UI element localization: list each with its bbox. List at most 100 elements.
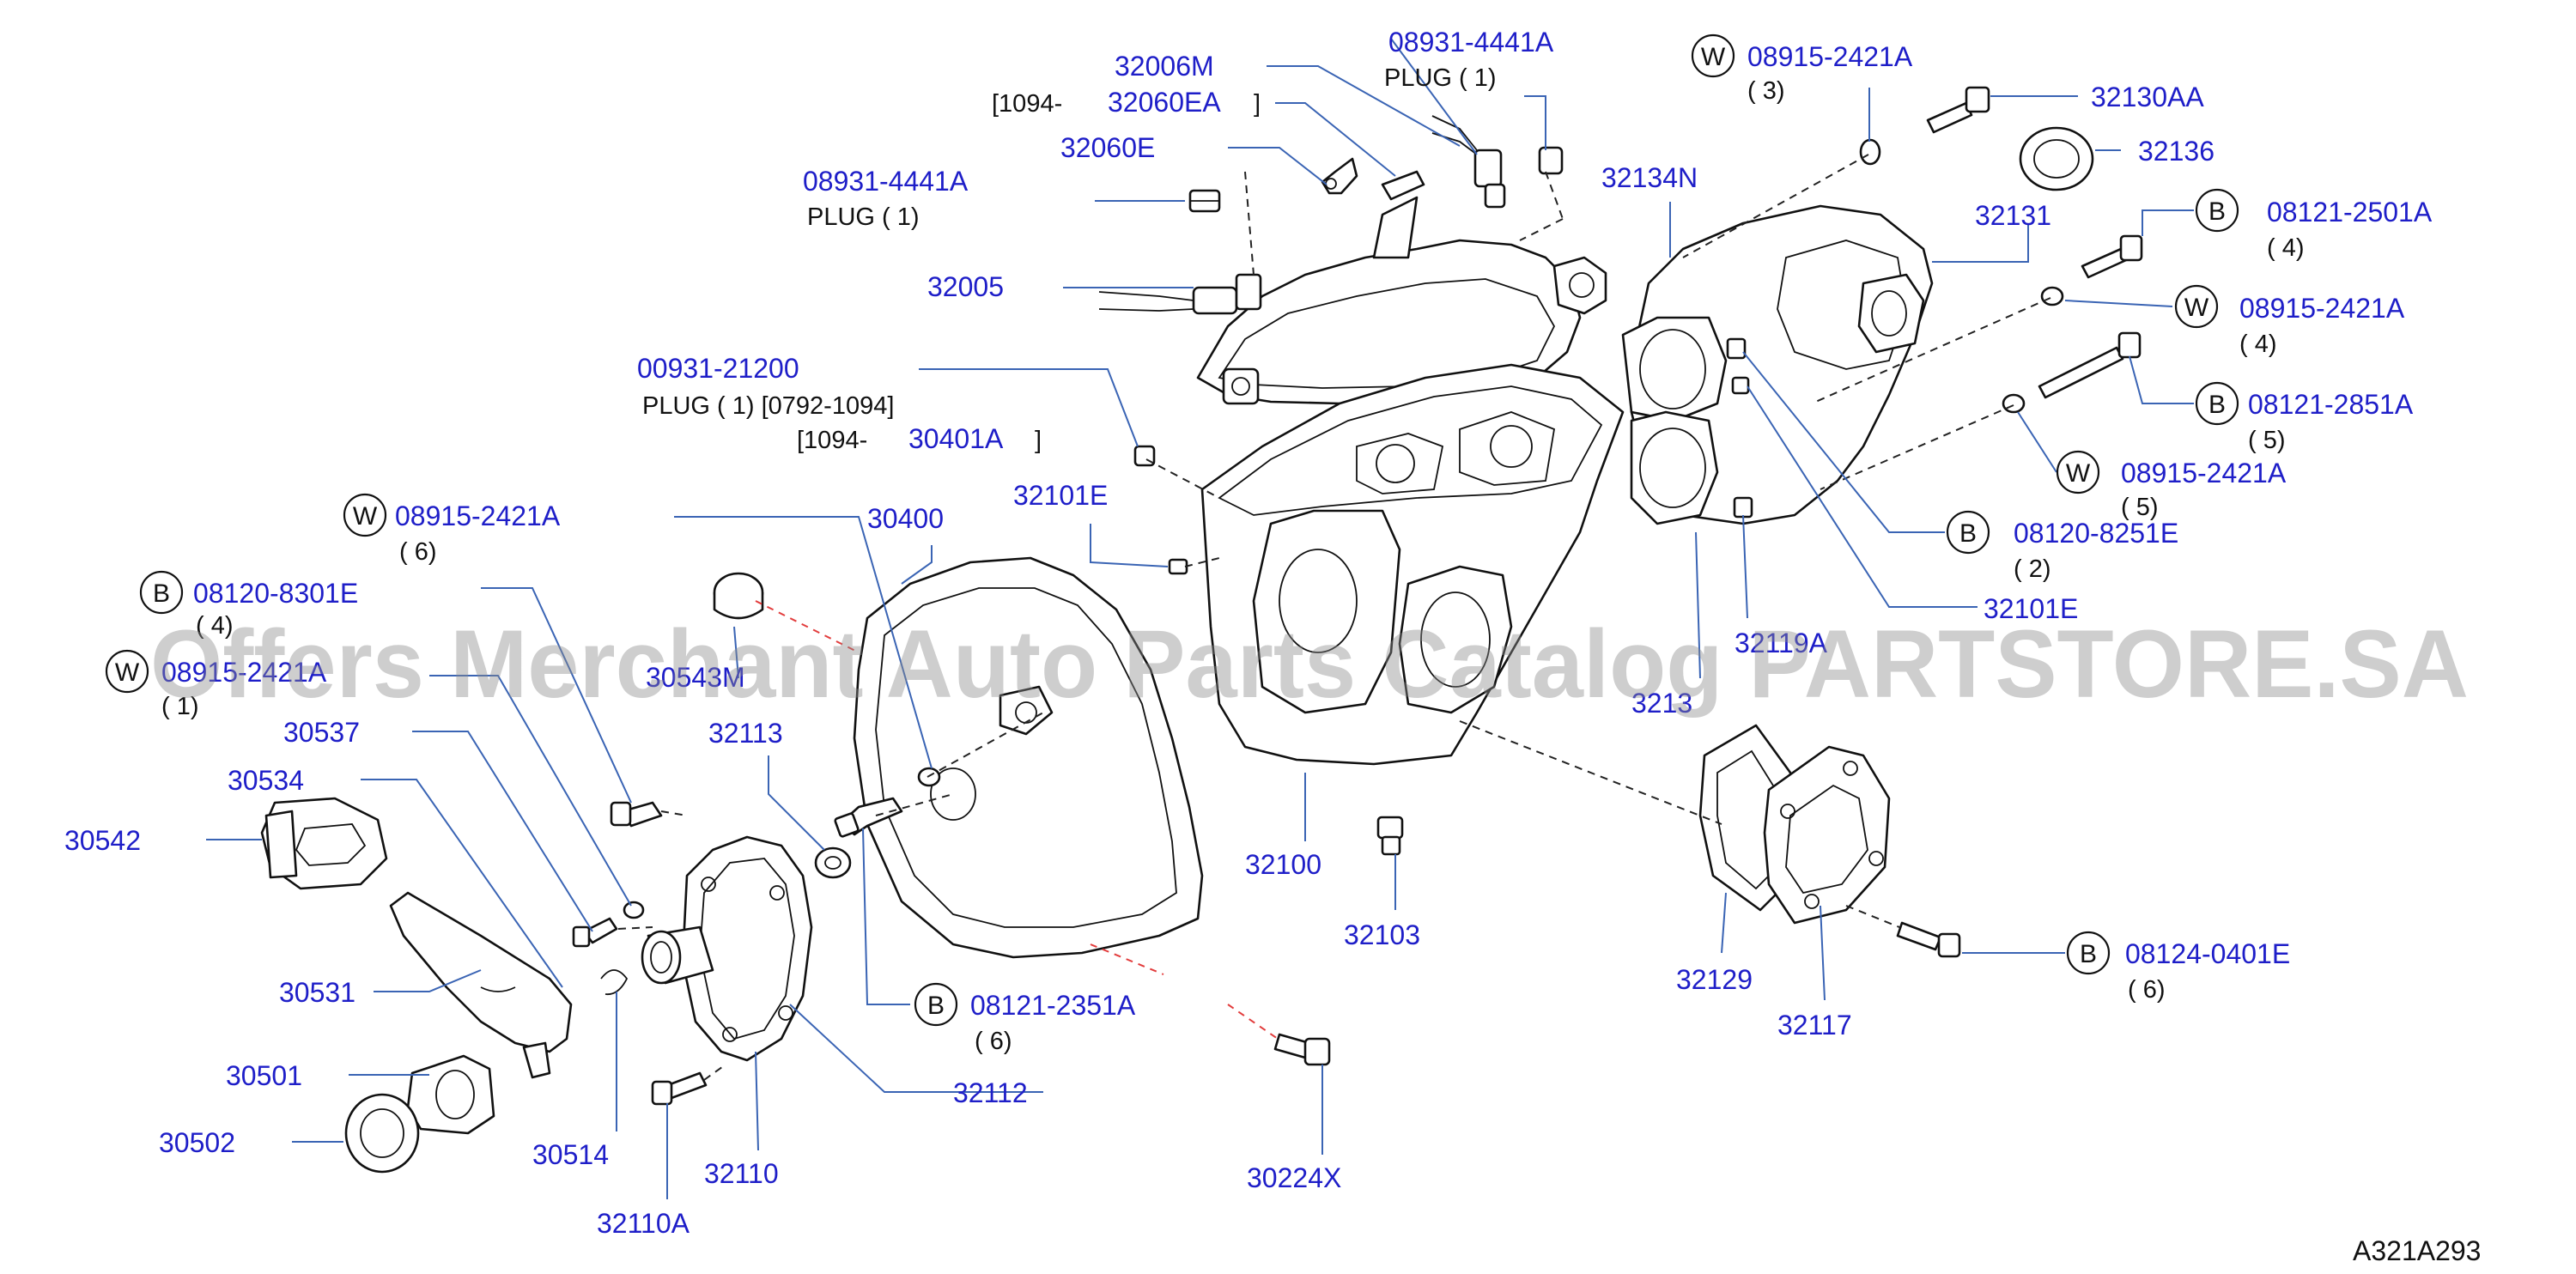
label-qty-1: ( 1) xyxy=(161,693,199,720)
marker-w-6: W xyxy=(343,493,387,537)
label-32006m[interactable]: 32006M xyxy=(1115,51,1214,82)
label-plug-left: PLUG ( 1) xyxy=(807,203,920,231)
label-qty-6-a: ( 6) xyxy=(399,538,437,566)
label-08120-8301e[interactable]: 08120-8301E xyxy=(193,578,358,609)
diagram-code: A321A293 xyxy=(2353,1235,2481,1266)
label-08931-4441a-top[interactable]: 08931-4441A xyxy=(1388,27,1554,58)
clip-30514-drawing xyxy=(600,969,629,996)
bolt-08124-0401e-drawing xyxy=(1896,921,1961,958)
label-32110a[interactable]: 32110A xyxy=(597,1208,690,1239)
label-32119a[interactable]: 32119A xyxy=(1735,628,1828,658)
label-plug-top: PLUG ( 1) xyxy=(1384,64,1497,92)
top-cover-drawing xyxy=(1196,170,1607,405)
label-08121-2851a[interactable]: 08121-2851A xyxy=(2248,389,2414,420)
label-32129[interactable]: 32129 xyxy=(1676,964,1753,995)
svg-text:B: B xyxy=(153,579,170,608)
label-30514[interactable]: 30514 xyxy=(532,1139,609,1170)
label-qty-2: ( 2) xyxy=(2014,555,2051,583)
marker-b-0401e: B xyxy=(2066,931,2111,975)
washer-08915-5-drawing xyxy=(2002,393,2026,414)
bolt-32130aa-drawing xyxy=(1926,86,1990,134)
label-08121-2351a[interactable]: 08121-2351A xyxy=(970,990,1136,1021)
bolt-08121-2351a-drawing xyxy=(834,797,903,838)
bolt-30224x-drawing xyxy=(1273,1033,1331,1066)
label-30501[interactable]: 30501 xyxy=(226,1060,302,1091)
label-32060ea[interactable]: 32060EA xyxy=(1108,87,1221,118)
clutch-housing-30400-drawing xyxy=(853,556,1204,959)
svg-text:B: B xyxy=(2208,197,2226,226)
svg-text:W: W xyxy=(115,658,140,687)
watermark-text: Offers Merchant Auto Parts Catalog PARTS… xyxy=(150,610,2469,718)
label-qty-6-b: ( 6) xyxy=(975,1028,1012,1055)
label-30502[interactable]: 30502 xyxy=(159,1127,235,1158)
label-30537[interactable]: 30537 xyxy=(283,717,360,748)
cover-32117-drawing xyxy=(1763,745,1891,925)
label-qty-4-a: ( 4) xyxy=(2267,234,2305,262)
dust-boot-30542-drawing xyxy=(260,797,388,890)
label-00931-21200[interactable]: 00931-21200 xyxy=(637,353,799,384)
label-32103[interactable]: 32103 xyxy=(1344,919,1420,950)
label-qty-4-b: ( 4) xyxy=(2239,331,2277,358)
front-cover-32110-drawing xyxy=(641,835,813,1062)
label-32005[interactable]: 32005 xyxy=(927,271,1004,302)
label-08931-4441a-left[interactable]: 08931-4441A xyxy=(803,166,969,197)
svg-text:W: W xyxy=(1701,43,1726,71)
label-30531[interactable]: 30531 xyxy=(279,977,355,1008)
svg-text:B: B xyxy=(927,992,945,1020)
label-30543m[interactable]: 30543M xyxy=(646,662,745,693)
label-32136[interactable]: 32136 xyxy=(2138,136,2215,167)
svg-text:B: B xyxy=(2208,391,2226,419)
drain-plug-32103-drawing xyxy=(1376,816,1404,856)
label-bracket-close-2: ] xyxy=(1035,427,1042,454)
dowel-32101e-right-drawing xyxy=(1731,376,1750,395)
label-qty-3: ( 3) xyxy=(1747,77,1785,105)
release-sleeve-30502-drawing xyxy=(344,1093,420,1174)
label-32101e-right[interactable]: 32101E xyxy=(1984,593,2078,624)
label-08121-2501a[interactable]: 08121-2501A xyxy=(2267,197,2433,228)
label-32130aa[interactable]: 32130AA xyxy=(2091,82,2204,112)
label-32101e-left[interactable]: 32101E xyxy=(1013,480,1108,511)
washer-32113-drawing xyxy=(814,846,852,879)
label-30400[interactable]: 30400 xyxy=(867,503,944,534)
label-08120-8251e[interactable]: 08120-8251E xyxy=(2014,518,2178,549)
label-32117[interactable]: 32117 xyxy=(1777,1010,1852,1040)
label-32110[interactable]: 32110 xyxy=(704,1158,779,1189)
svg-text:W: W xyxy=(2066,459,2091,488)
switch-32006m-drawing xyxy=(1431,115,1506,209)
label-30224x[interactable]: 30224X xyxy=(1247,1162,1341,1193)
washer-08915-3-drawing xyxy=(1859,138,1881,166)
label-32134[interactable]: 3213 xyxy=(1631,688,1692,719)
svg-text:B: B xyxy=(2080,940,2097,968)
label-08124-0401e[interactable]: 08124-0401E xyxy=(2125,938,2290,969)
washer-08915-4-drawing xyxy=(2040,286,2064,306)
label-32131[interactable]: 32131 xyxy=(1975,200,2051,231)
marker-w-4: W xyxy=(2174,284,2219,329)
label-32134n[interactable]: 32134N xyxy=(1601,162,1698,193)
plug-30543m-drawing xyxy=(713,572,764,620)
label-30542[interactable]: 30542 xyxy=(64,825,141,856)
label-32060e[interactable]: 32060E xyxy=(1060,132,1155,163)
label-30534[interactable]: 30534 xyxy=(228,765,304,796)
main-case-32100-drawing xyxy=(1200,363,1625,766)
label-08915-2421a-1[interactable]: 08915-2421A xyxy=(161,657,327,688)
label-32112[interactable]: 32112 xyxy=(953,1077,1028,1108)
bolt-08121-2851a-drawing xyxy=(2038,331,2142,399)
plug-left-drawing xyxy=(1188,189,1221,213)
label-08915-2421a-4[interactable]: 08915-2421A xyxy=(2239,293,2405,324)
bolt-cluster-left-drawing xyxy=(572,801,708,1106)
label-30401a[interactable]: 30401A xyxy=(908,423,1004,454)
svg-text:B: B xyxy=(1959,519,1977,548)
label-32100[interactable]: 32100 xyxy=(1245,849,1321,880)
label-plug-range: PLUG ( 1) [0792-1094] xyxy=(642,392,894,420)
label-08915-2421a-5[interactable]: 08915-2421A xyxy=(2121,458,2287,488)
label-qty-5-a: ( 5) xyxy=(2248,427,2286,454)
label-1094-open: [1094- xyxy=(992,90,1062,118)
label-32113[interactable]: 32113 xyxy=(708,718,783,749)
marker-w-top: W xyxy=(1691,33,1735,78)
rear-extension-32131-drawing xyxy=(1621,204,1934,525)
label-qty-4-c: ( 4) xyxy=(196,612,234,640)
label-08915-2421a-3[interactable]: 08915-2421A xyxy=(1747,41,1913,72)
label-bracket-close-1: ] xyxy=(1254,90,1261,118)
label-08915-2421a-6[interactable]: 08915-2421A xyxy=(395,500,561,531)
